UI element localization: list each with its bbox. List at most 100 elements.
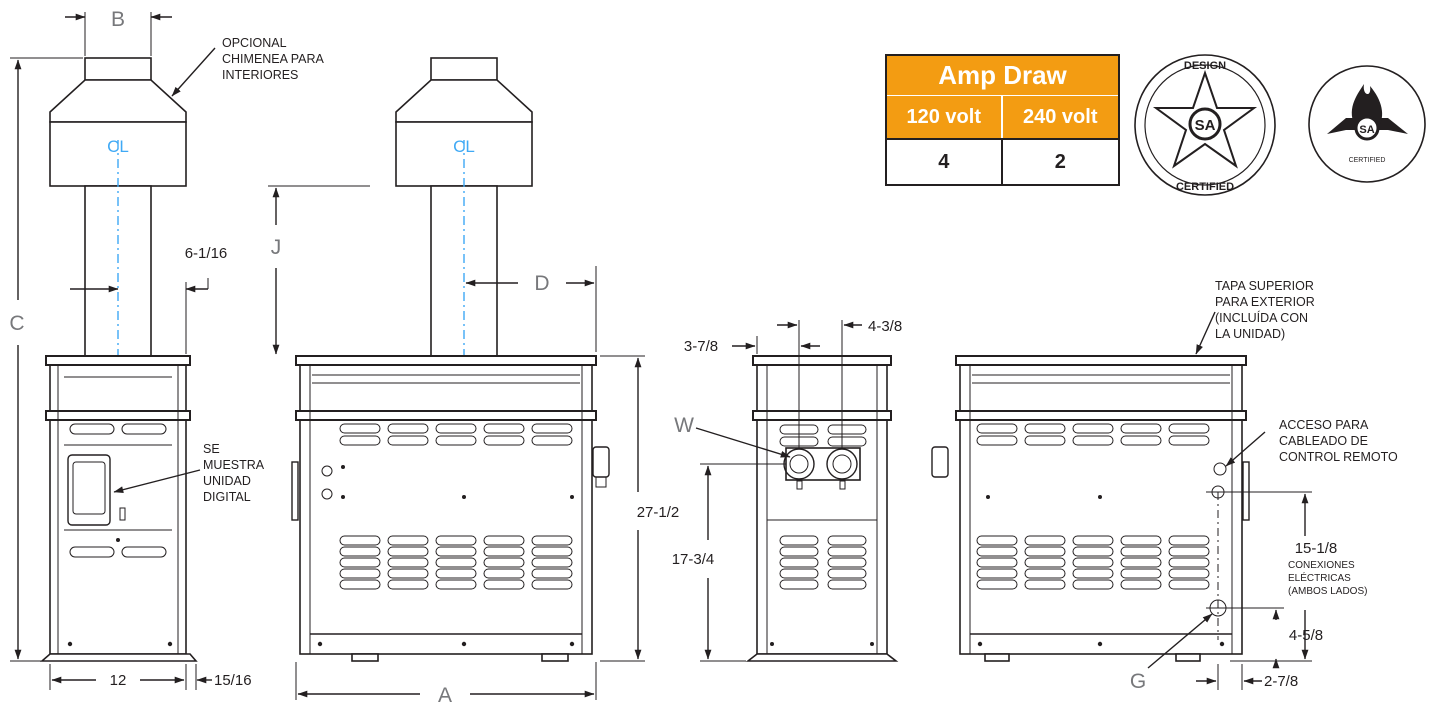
- dim-a-label: A: [438, 684, 452, 707]
- csa-mark: SA: [1195, 117, 1216, 134]
- louver-slot: [1120, 568, 1162, 579]
- electrical-note-3: (AMBOS LADOS): [1288, 586, 1367, 597]
- dim-c-label: C: [9, 312, 24, 335]
- louver-slot: [779, 546, 819, 557]
- louver-slot: [1168, 535, 1210, 546]
- dim-b-label: B: [111, 8, 125, 31]
- louver-slot: [531, 423, 573, 434]
- louver-slot: [483, 435, 525, 446]
- louver-slot: [483, 579, 525, 590]
- louver-slot: [976, 557, 1018, 568]
- louver-slot: [531, 546, 573, 557]
- indoor-chimney-center: [395, 57, 533, 357]
- louver-slot: [435, 568, 477, 579]
- louver-slot: [1072, 546, 1114, 557]
- amp-draw-table: Amp Draw 120 volt 240 volt 4 2: [885, 54, 1120, 186]
- louver-slot: [387, 568, 429, 579]
- amp-draw-title: Amp Draw: [887, 56, 1118, 96]
- front-view: [291, 57, 610, 662]
- dim-w-label: W: [674, 414, 694, 437]
- amp-value-120: 4: [887, 138, 1003, 184]
- dim-4-3-8-label: 4-3/8: [868, 318, 902, 335]
- louver-slot: [339, 435, 381, 446]
- louver-slot: [435, 557, 477, 568]
- louver-slot: [1024, 423, 1066, 434]
- louver-slot: [1168, 546, 1210, 557]
- louver-slot: [976, 535, 1018, 546]
- side-view-left: [39, 57, 198, 662]
- louver-slot: [531, 535, 573, 546]
- chimney-note-1: OPCIONAL: [222, 36, 287, 50]
- certified-text: CERTIFIED: [1176, 181, 1234, 193]
- louver-slot: [531, 435, 573, 446]
- louver-slot: [339, 557, 381, 568]
- amp-header-120: 120 volt: [887, 96, 1003, 138]
- remote-note-1: ACCESO PARA: [1279, 418, 1369, 432]
- callout-notes: OPCIONAL CHIMENEA PARA INTERIORES SE MUE…: [203, 36, 1398, 597]
- louver-slot: [1120, 579, 1162, 590]
- louver-slot: [387, 546, 429, 557]
- louver-slot: [1120, 546, 1162, 557]
- top-cover-note-4: LA UNIDAD): [1215, 327, 1285, 341]
- louver-slot: [483, 557, 525, 568]
- louver-slot: [1024, 579, 1066, 590]
- louver-slot: [1120, 423, 1162, 434]
- louver-slot: [827, 579, 867, 590]
- louver-slot: [1168, 557, 1210, 568]
- louver-slot: [387, 535, 429, 546]
- chimney-note-2: CHIMENEA PARA: [222, 52, 325, 66]
- louver-slot: [435, 546, 477, 557]
- louver-slot: [1120, 435, 1162, 446]
- louver-slot: [1024, 568, 1066, 579]
- louver-slot: [1072, 423, 1114, 434]
- dim-d-label: D: [534, 272, 549, 295]
- electrical-note-1: CONEXIONES: [1288, 560, 1355, 571]
- louver-slot: [339, 423, 381, 434]
- louver-slot: [976, 579, 1018, 590]
- louver-slot: [1072, 568, 1114, 579]
- louver-slot: [435, 423, 477, 434]
- dim-2-7-8-label: 2-7/8: [1264, 673, 1298, 690]
- louver-slot: [387, 435, 429, 446]
- design-text: DESIGN: [1184, 60, 1226, 72]
- csa-flame-certified-badge: SA CERTIFIED: [1308, 65, 1426, 183]
- louver-slot: [435, 435, 477, 446]
- amp-value-240: 2: [1002, 138, 1118, 184]
- digital-note-2: MUESTRA: [203, 458, 265, 472]
- louver-slot: [827, 546, 867, 557]
- louver-slot: [387, 423, 429, 434]
- louver-slot: [1024, 435, 1066, 446]
- dim-3-7-8-label: 3-7/8: [684, 338, 718, 355]
- remote-note-3: CONTROL REMOTO: [1279, 450, 1398, 464]
- louver-slot: [483, 568, 525, 579]
- louver-slot: [1072, 435, 1114, 446]
- digital-note-3: UNIDAD: [203, 474, 251, 488]
- louver-slot: [339, 568, 381, 579]
- dim-6-1-16-label: 6-1/16: [185, 245, 228, 262]
- louver-slot: [483, 535, 525, 546]
- remote-note-2: CABLEADO DE: [1279, 434, 1368, 448]
- louver-slot: [339, 535, 381, 546]
- dim-27-1-2-label: 27-1/2: [637, 504, 680, 521]
- louver-slot: [531, 557, 573, 568]
- top-cover-note-2: PARA EXTERIOR: [1215, 295, 1315, 309]
- centerline-mark-center: CL: [453, 137, 475, 156]
- louver-slot: [1120, 557, 1162, 568]
- louver-slot: [1120, 535, 1162, 546]
- dim-17-3-4-label: 17-3/4: [672, 551, 715, 568]
- csa-design-certified-badge: SA DESIGN CERTIFIED: [1134, 54, 1276, 196]
- louver-slot: [827, 568, 867, 579]
- dim-j-label: J: [271, 236, 282, 259]
- louver-slot: [779, 557, 819, 568]
- dimension-lines: [10, 12, 1312, 700]
- electrical-note-2: ELÉCTRICAS: [1288, 571, 1351, 584]
- louver-slot: [779, 579, 819, 590]
- louver-slot: [1024, 535, 1066, 546]
- louver-slot: [387, 579, 429, 590]
- louver-slot: [976, 435, 1018, 446]
- louver-slot: [1024, 557, 1066, 568]
- digital-note-4: DIGITAL: [203, 490, 251, 504]
- dim-15-1-8-label: 15-1/8: [1295, 540, 1338, 557]
- louver-slot: [339, 579, 381, 590]
- louver-slot: [779, 568, 819, 579]
